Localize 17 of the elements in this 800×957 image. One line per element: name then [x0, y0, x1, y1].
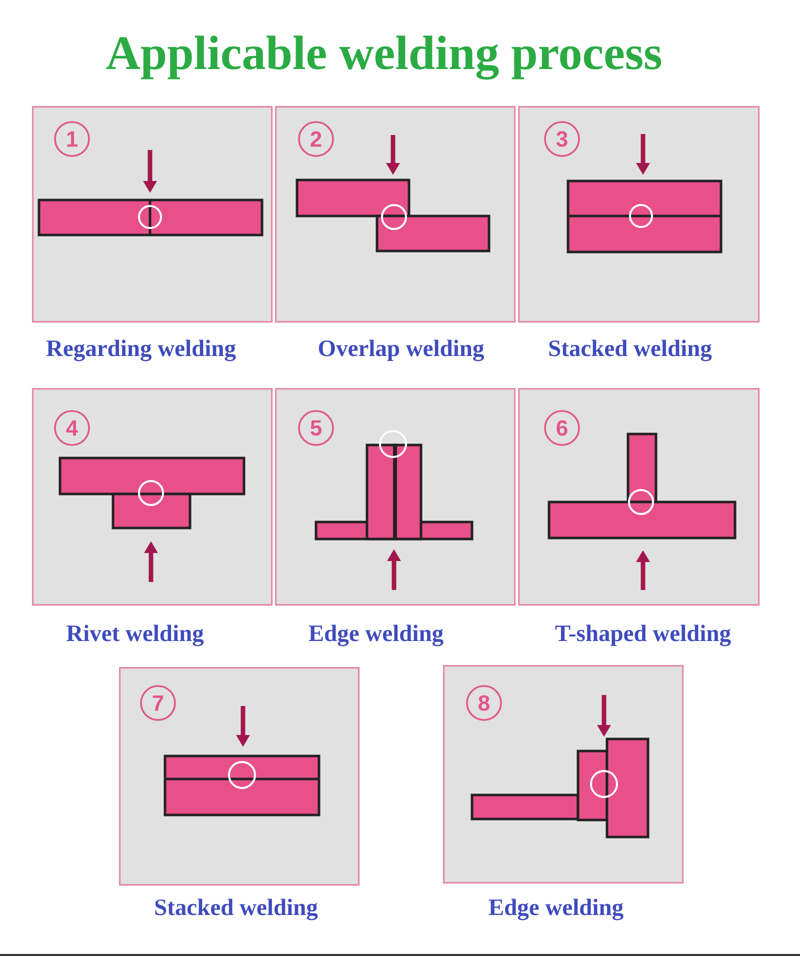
title: Applicable welding process — [106, 36, 662, 80]
circled-number: 6 — [544, 410, 580, 446]
node-label: T-shaped welding — [555, 624, 731, 646]
circled-number: 3 — [544, 121, 580, 157]
circled-number: 7 — [140, 685, 176, 721]
node-label: Regarding welding — [46, 340, 236, 362]
node-label: Edge welding — [488, 898, 624, 920]
circled-number: 4 — [54, 410, 90, 446]
node-label: Rivet welding — [66, 624, 204, 646]
node-label: Overlap welding — [318, 340, 484, 362]
circled-number: 1 — [54, 121, 90, 157]
node-label: Edge welding — [308, 624, 444, 646]
node-label: Stacked welding — [549, 340, 712, 362]
circled-number: 8 — [466, 685, 502, 721]
circled-number: 5 — [298, 410, 334, 446]
node-label: Stacked welding — [155, 898, 318, 920]
circled-number: 2 — [298, 121, 334, 157]
